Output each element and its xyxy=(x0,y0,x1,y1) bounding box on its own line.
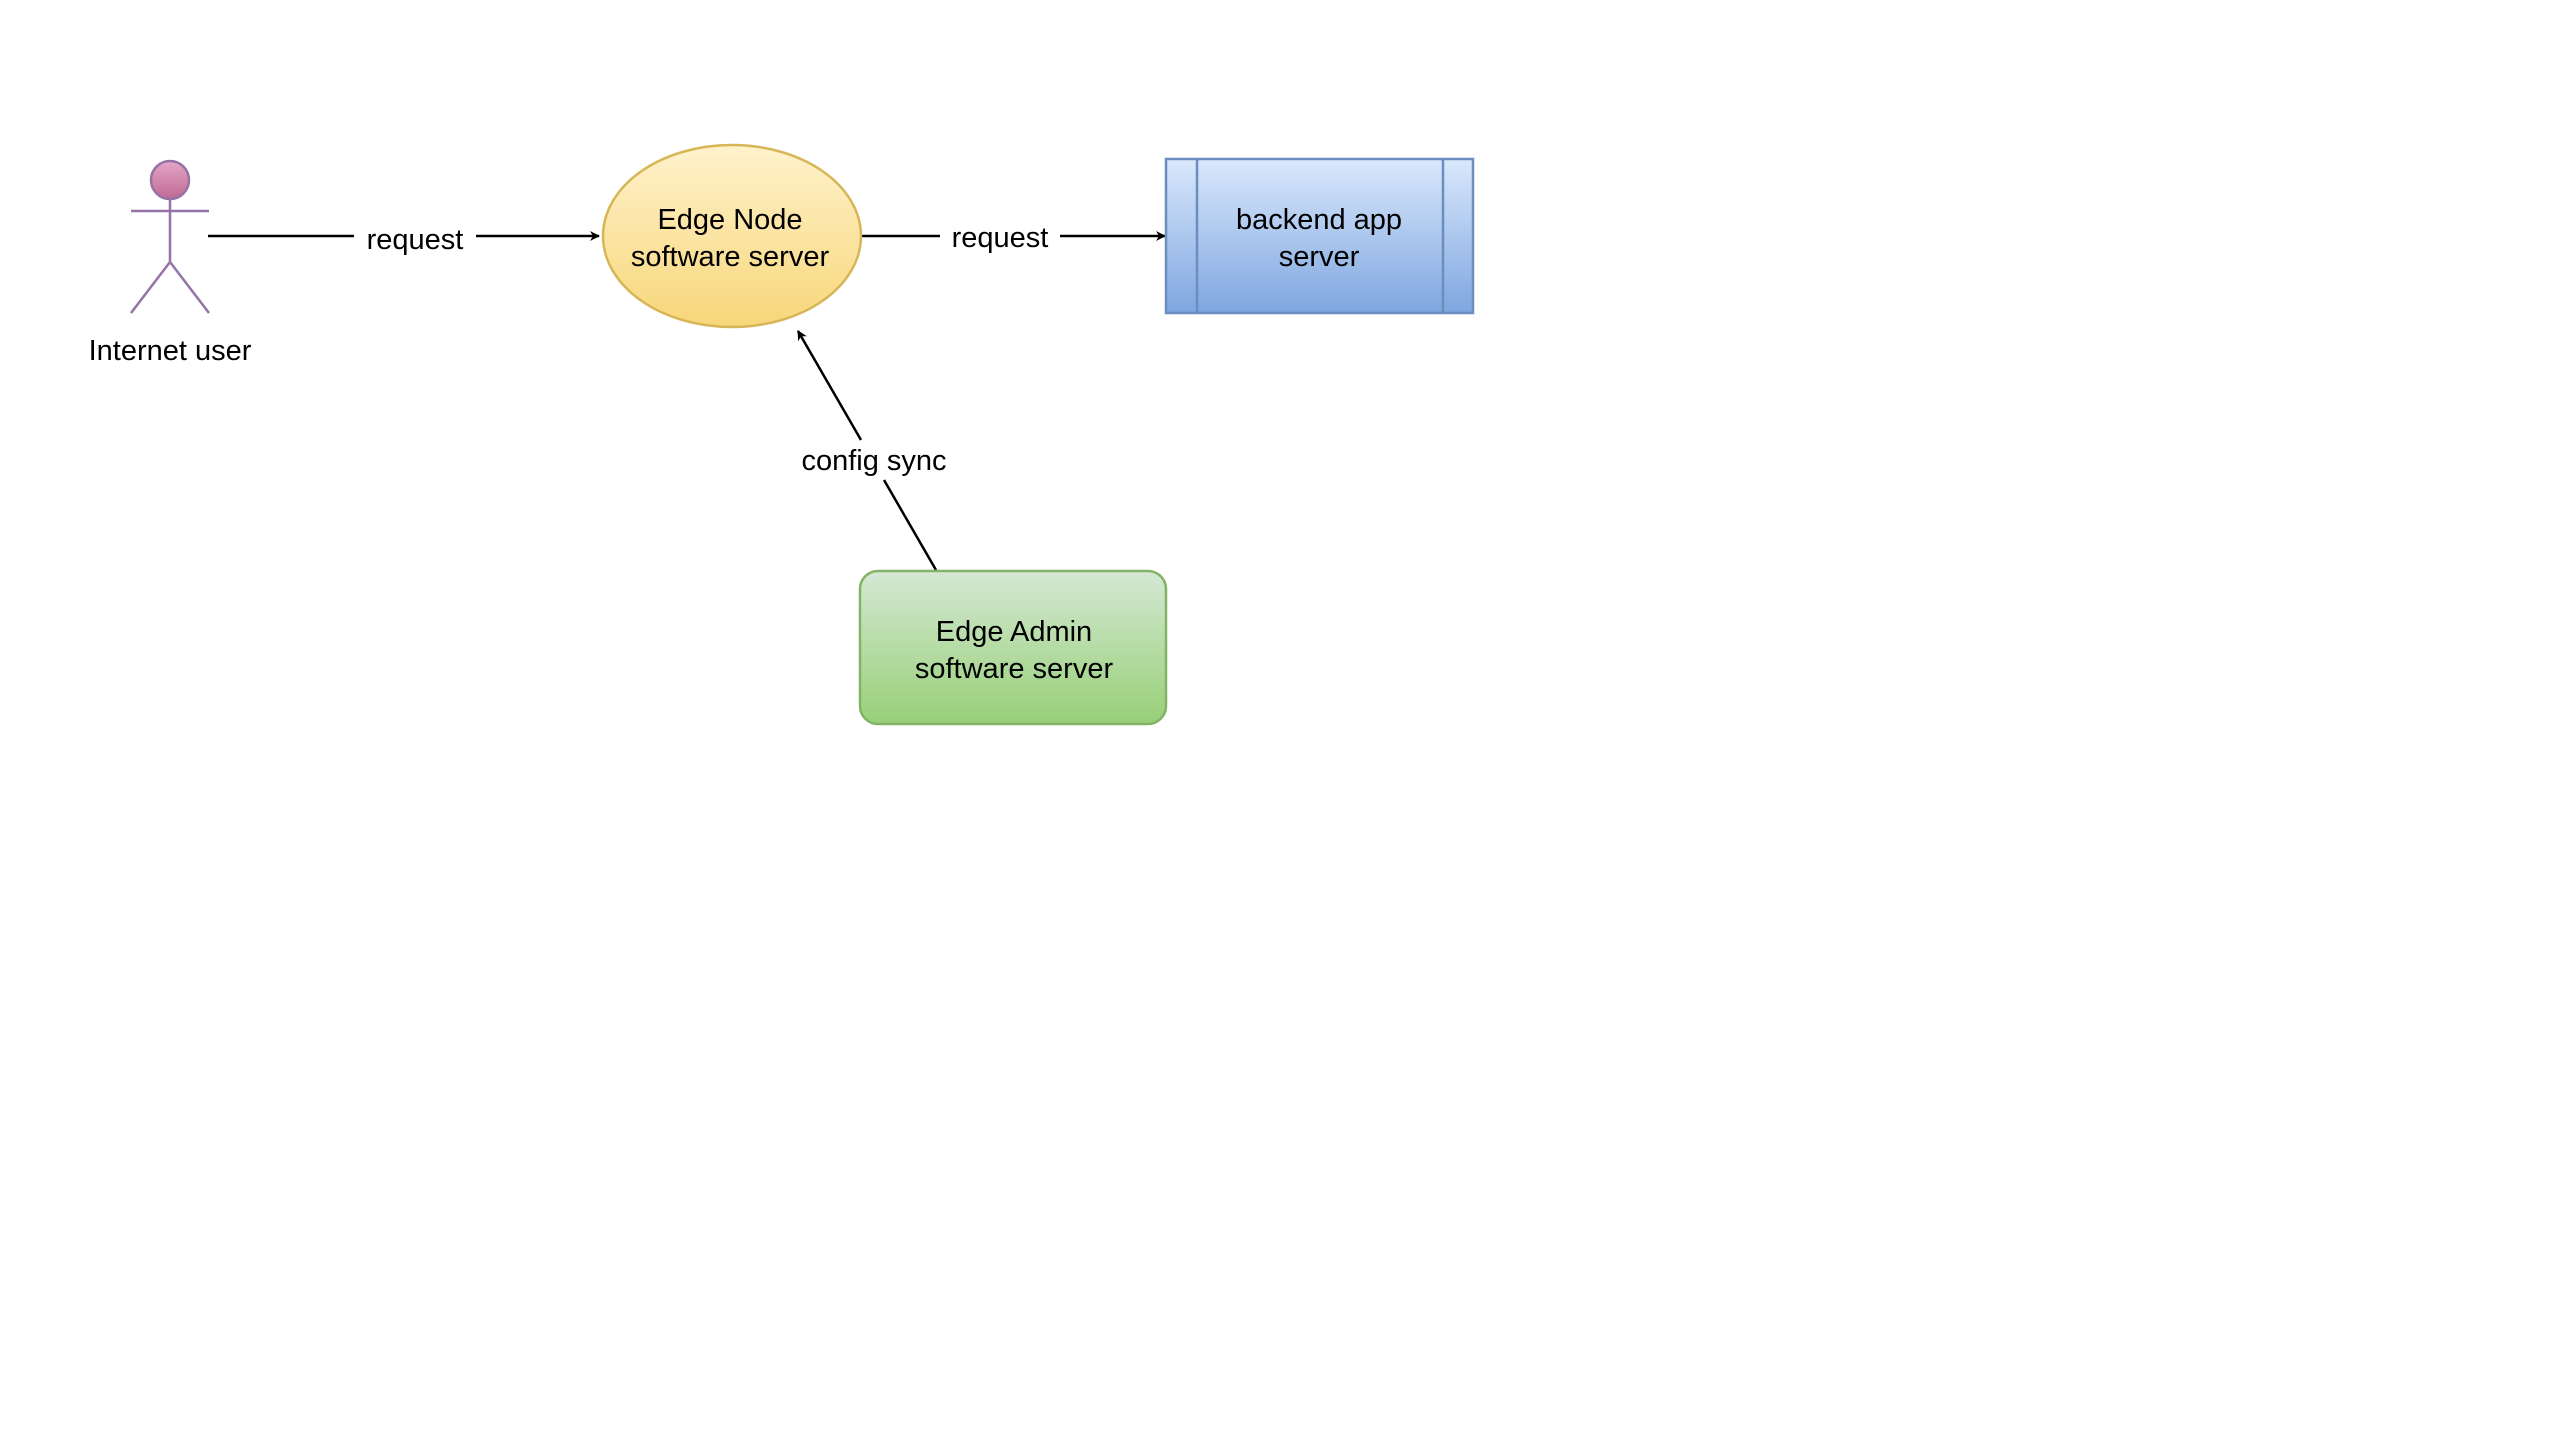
actor-right-leg xyxy=(169,261,210,314)
node-edge-node-server[interactable]: Edge Node software server xyxy=(601,143,863,329)
edge-label-request-1: request xyxy=(367,224,464,256)
backend-label-line1: backend app xyxy=(1236,204,1402,236)
actor-internet-user[interactable]: Internet user xyxy=(89,159,252,367)
admin-label-line1: Edge Admin xyxy=(936,616,1092,648)
actor-label: Internet user xyxy=(89,335,252,367)
admin-label-line2: software server xyxy=(915,653,1114,685)
edge-edge-node-to-backend: request xyxy=(862,222,1166,254)
node-edge-admin-server[interactable]: Edge Admin software server xyxy=(858,569,1168,726)
admin-box xyxy=(858,569,1168,726)
architecture-diagram: request request config sync Internet use… xyxy=(89,143,1475,726)
edge-user-to-edge-node: request xyxy=(208,224,600,256)
edge-node-ellipse xyxy=(601,143,863,329)
backend-box xyxy=(1164,157,1475,315)
edge-line-arrow xyxy=(796,330,863,441)
actor-left-leg xyxy=(130,261,171,314)
backend-label-line2: server xyxy=(1279,241,1360,273)
edge-label-config-sync: config sync xyxy=(801,445,946,477)
edge-label-request-2: request xyxy=(952,222,1049,254)
edge-node-label-line1: Edge Node xyxy=(657,204,802,236)
edge-admin-to-edge-node: config sync xyxy=(796,330,947,571)
actor-head-icon xyxy=(149,159,191,201)
edge-node-label-line2: software server xyxy=(631,241,830,273)
node-backend-app-server[interactable]: backend app server xyxy=(1164,157,1475,315)
edge-line xyxy=(882,479,938,571)
